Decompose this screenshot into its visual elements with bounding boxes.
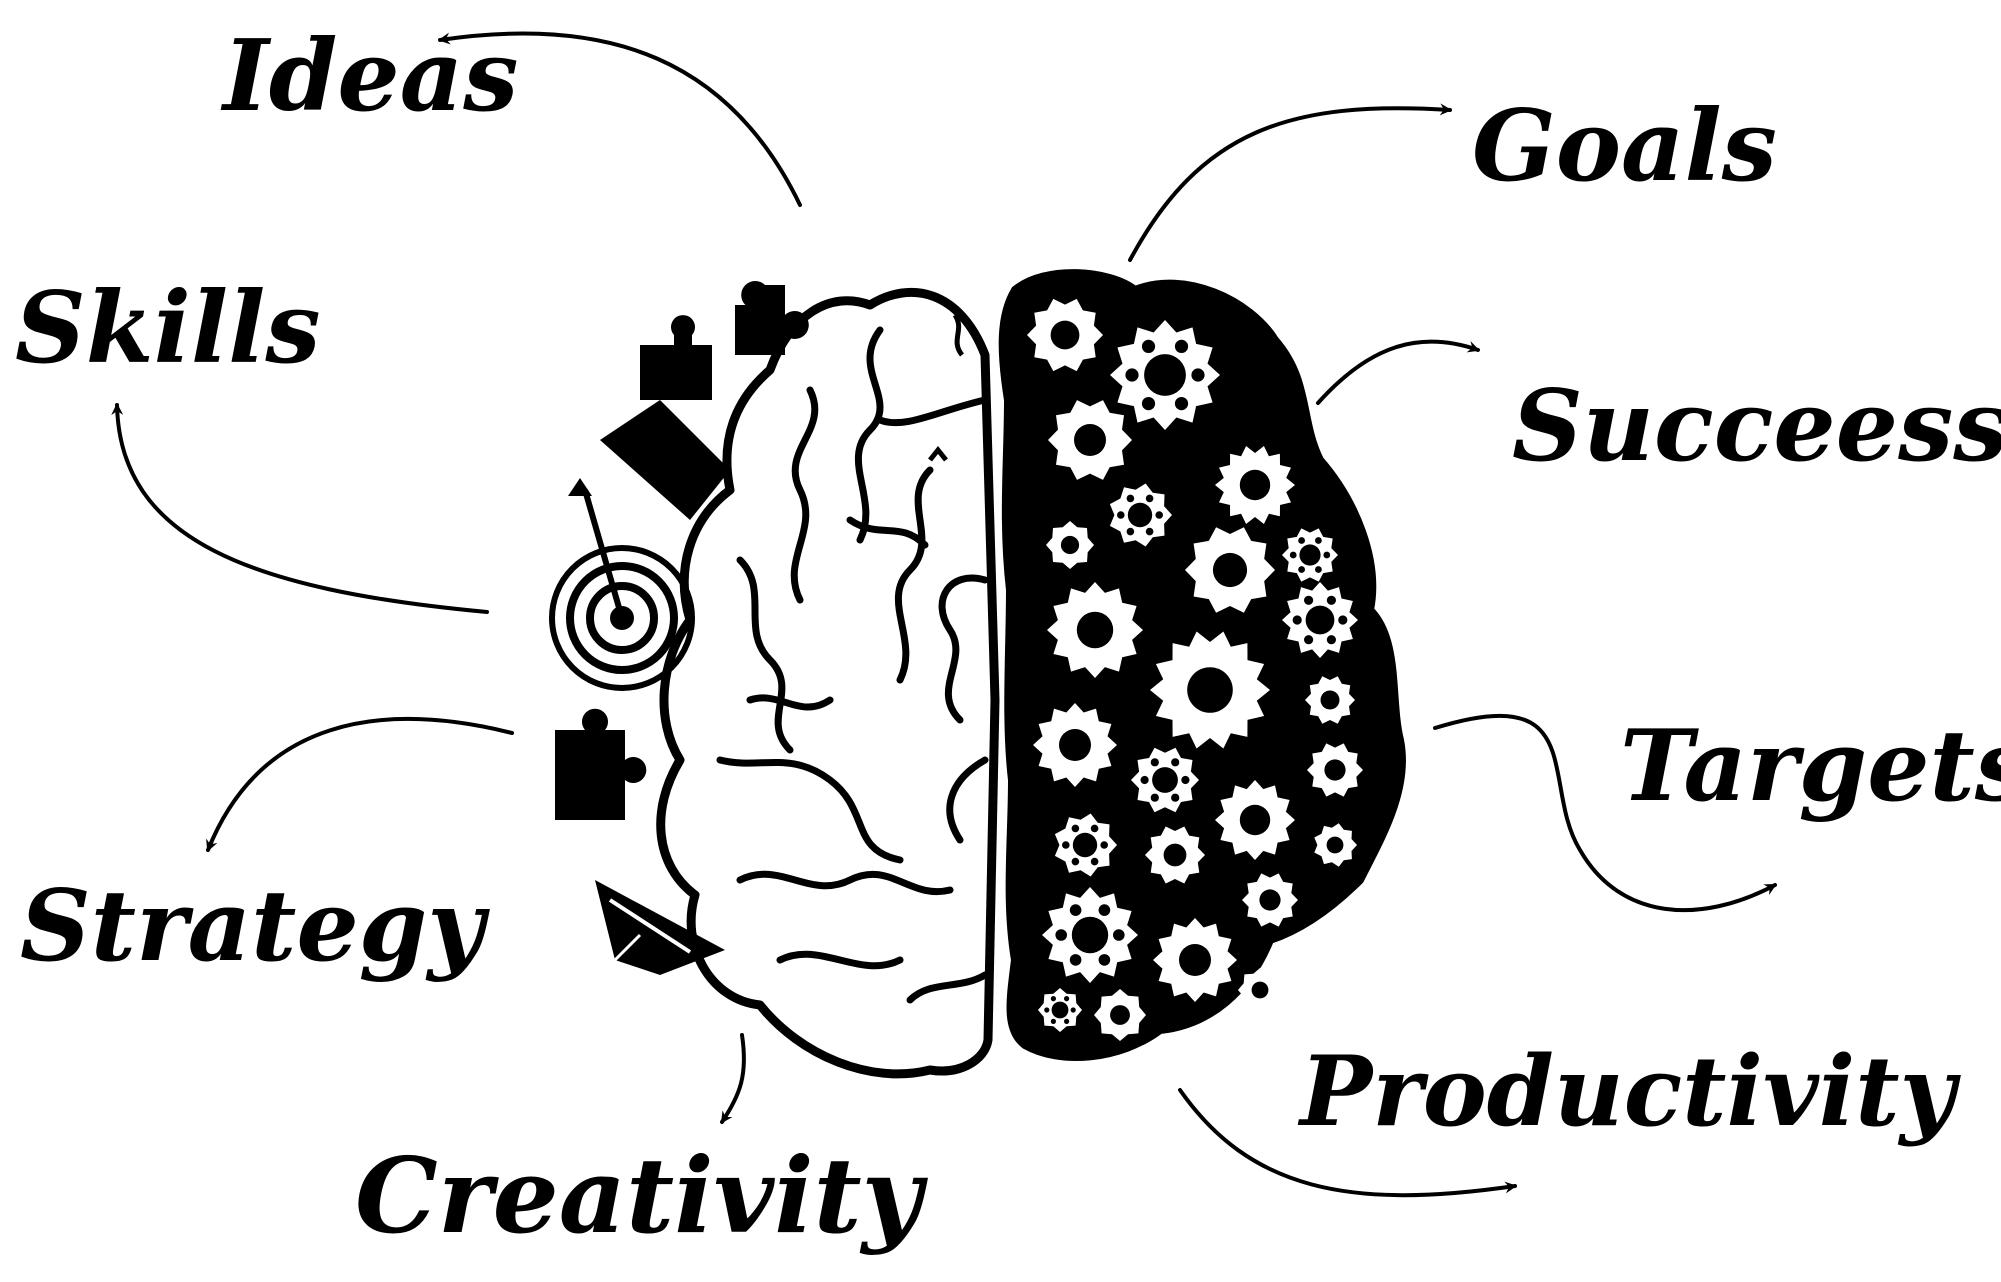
- gear-hub: [1305, 605, 1335, 635]
- gear-hole: [1071, 824, 1080, 833]
- gear-hole: [1174, 397, 1189, 411]
- gear-hole: [1150, 758, 1159, 767]
- gear-hub: [1127, 502, 1153, 528]
- target-icon: [549, 478, 695, 691]
- label-productivity: Productivity: [1297, 1035, 1962, 1148]
- gear-hole: [1326, 595, 1336, 605]
- arrow-to-skills: [111, 403, 489, 614]
- gear-hub: [1239, 469, 1271, 501]
- gear-hole: [1298, 537, 1305, 544]
- arrow-to-goals: [1128, 103, 1452, 262]
- gear-hole: [1100, 841, 1108, 849]
- gear-cluster: [1027, 298, 1363, 1041]
- gear-hole: [1090, 824, 1099, 833]
- gear-hole: [1315, 566, 1322, 573]
- gear-hub: [1059, 729, 1091, 761]
- gear-hole: [1292, 615, 1302, 625]
- gear-hub: [1187, 667, 1233, 713]
- gear-hole: [1044, 1007, 1050, 1013]
- gear-hole: [1064, 996, 1070, 1002]
- gear-hub: [1060, 535, 1080, 555]
- gear-hole: [1145, 527, 1154, 536]
- gear-hub: [1299, 544, 1321, 566]
- gear-hole: [1323, 551, 1331, 559]
- arrow-to-productivity: [1178, 1088, 1517, 1198]
- gear-hub: [1110, 1005, 1130, 1025]
- gear-hole: [1315, 537, 1322, 544]
- gear-hole: [1145, 494, 1154, 503]
- gear-hole: [1050, 996, 1056, 1002]
- gear-hub: [1152, 767, 1178, 793]
- arrow-to-success: [1316, 339, 1480, 405]
- gear-hub: [1163, 843, 1187, 867]
- arrow-to-targets: [1433, 713, 1777, 912]
- gear-hole: [1055, 929, 1067, 941]
- brain-left-hemisphere-icon: [656, 287, 1000, 1079]
- gear-hub: [1071, 916, 1109, 954]
- gear-hole: [1090, 857, 1099, 866]
- gear-hub: [1074, 424, 1106, 456]
- gear-hole: [1304, 595, 1314, 605]
- gear-hole: [1141, 339, 1156, 353]
- gear-hole: [1174, 339, 1189, 353]
- paper-plane-icon: [595, 880, 725, 975]
- gear-hole: [1181, 775, 1190, 785]
- gear-hub: [1051, 1001, 1069, 1019]
- gear-hole: [1304, 635, 1314, 645]
- gear-hole: [1064, 1018, 1070, 1024]
- gear-hub: [1324, 759, 1346, 781]
- gear-hole: [1338, 615, 1348, 625]
- label-creativity: Creativity: [355, 1134, 929, 1257]
- gear-hub: [1239, 804, 1271, 836]
- gear-hole: [1069, 904, 1082, 916]
- gear-hole: [1098, 904, 1111, 916]
- gear-hole: [1070, 1007, 1076, 1013]
- gear-hub: [1144, 354, 1186, 396]
- gear-hole: [1150, 793, 1159, 802]
- gear-hole: [1191, 368, 1205, 382]
- gear-hole: [1098, 954, 1111, 966]
- arrow-to-strategy: [206, 717, 514, 852]
- label-success: Succeess: [1512, 369, 2001, 484]
- gear-hole: [1069, 954, 1082, 966]
- gear-hub: [1212, 552, 1248, 588]
- gear-hole: [1126, 527, 1135, 536]
- arrow-to-ideas: [438, 31, 802, 207]
- gear-hole: [1113, 929, 1125, 941]
- gear-hub: [1076, 611, 1114, 649]
- gear-hole: [1289, 551, 1297, 559]
- gear-hub: [1326, 836, 1344, 854]
- label-targets: Targets: [1620, 709, 2001, 824]
- gear-hole: [1117, 511, 1125, 519]
- gear-hole: [1071, 857, 1080, 866]
- gear-hole: [1141, 397, 1156, 411]
- label-strategy: Strategy: [20, 869, 490, 984]
- gear-hole: [1171, 793, 1180, 802]
- gear-hub: [1179, 944, 1211, 976]
- gear-hole: [1140, 775, 1149, 785]
- label-goals: Goals: [1472, 89, 1777, 204]
- gear-hub: [1320, 690, 1340, 710]
- gear-hole: [1171, 758, 1180, 767]
- gear-hole: [1062, 841, 1070, 849]
- gear-hole: [1326, 635, 1336, 645]
- gear-hub: [1072, 832, 1098, 858]
- arrow-to-creativity: [720, 1033, 746, 1124]
- gear-hub: [1251, 981, 1269, 999]
- gear-hub: [1259, 889, 1281, 911]
- label-skills: Skills: [15, 271, 321, 386]
- gear-hole: [1050, 1018, 1056, 1024]
- gear-hole: [1155, 511, 1163, 519]
- gear-hole: [1298, 566, 1305, 573]
- puzzle-piece-icon: [555, 281, 809, 820]
- gear-hub: [1050, 320, 1080, 350]
- gear-hole: [1126, 494, 1135, 503]
- gear-hole: [1125, 368, 1139, 382]
- label-ideas: Ideas: [220, 19, 518, 134]
